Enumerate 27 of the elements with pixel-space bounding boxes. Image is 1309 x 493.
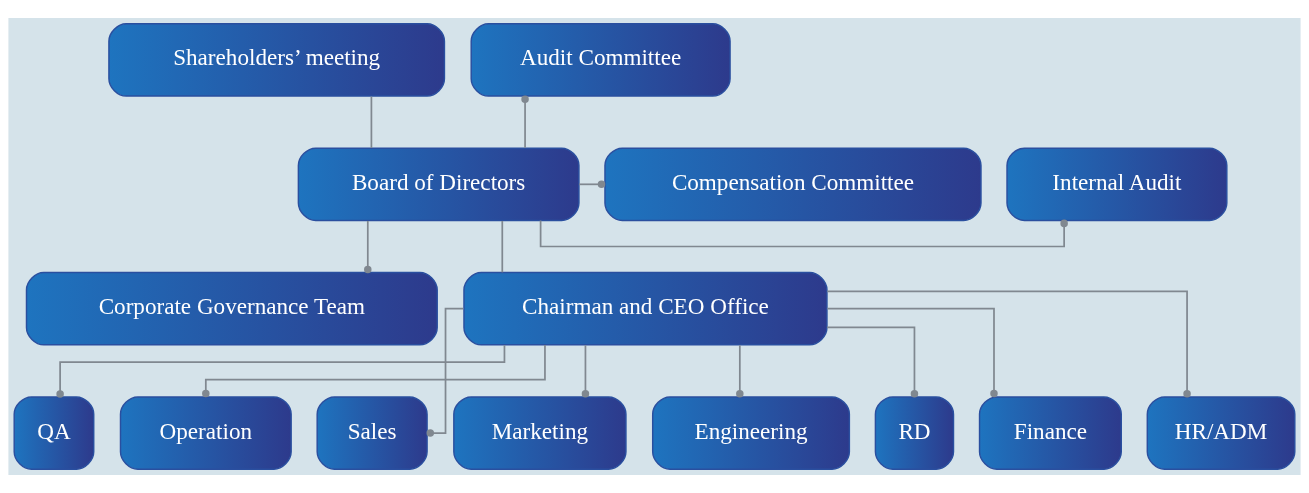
connector <box>364 220 372 274</box>
node-box: RD <box>874 396 955 470</box>
connector <box>539 219 1068 248</box>
node-box: Internal Audit <box>1006 147 1228 222</box>
node-box: Corporate Governance Team <box>25 271 438 346</box>
connector <box>736 344 744 398</box>
node-box: Operation <box>119 396 292 470</box>
connector <box>581 344 590 398</box>
connector <box>521 95 529 149</box>
connector <box>826 326 919 398</box>
node-box: Finance <box>978 396 1122 470</box>
connector <box>826 307 998 398</box>
connector <box>826 290 1191 398</box>
node-box: HR/ADM <box>1146 396 1296 470</box>
node-box: Engineering <box>651 396 851 470</box>
node-box: Sales <box>316 396 428 470</box>
node-box: Compensation Committee <box>604 147 982 222</box>
connector <box>202 344 546 398</box>
node-box: QA <box>13 396 95 470</box>
connector <box>578 180 606 189</box>
node-box: Marketing <box>453 396 627 470</box>
connector <box>370 95 373 149</box>
node-box: Chairman and CEO Office <box>463 271 828 346</box>
node-box: Audit Committee <box>470 23 731 97</box>
node-box: Shareholders’ meeting <box>108 23 446 97</box>
node-box: Board of Directors <box>297 147 580 222</box>
connector <box>501 220 504 274</box>
